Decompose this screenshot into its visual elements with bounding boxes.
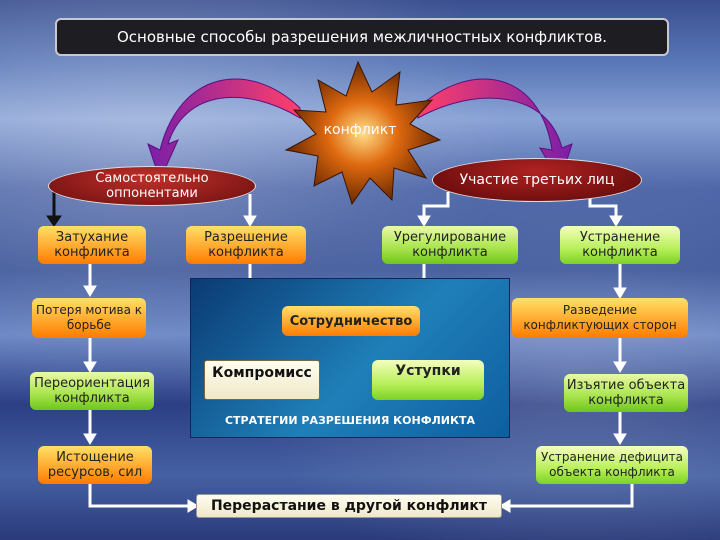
conflict-burst <box>284 60 442 206</box>
left-box-1: Затухание конфликта <box>38 226 146 264</box>
strategies-panel <box>190 278 510 438</box>
oval-self: Самостоятельно оппонентами <box>48 166 256 206</box>
concessions-box: Уступки <box>372 360 484 400</box>
right-box-1: Устранение конфликта <box>560 226 680 264</box>
page-title: Основные способы разрешения межличностны… <box>55 18 669 56</box>
regulation-box: Урегулирование конфликта <box>382 226 518 264</box>
left-box-3: Переориентация конфликта <box>30 372 154 410</box>
compromise-box: Компромисс <box>204 360 320 400</box>
conflict-label: конфликт <box>323 122 397 138</box>
strategies-caption: СТРАТЕГИИ РАЗРЕШЕНИЯ КОНФЛИКТА <box>224 414 475 427</box>
left-box-4: Истощение ресурсов, сил <box>38 446 152 484</box>
cooperation-box: Сотрудничество <box>282 306 420 336</box>
left-box-2: Потеря мотива к борьбе <box>32 298 146 338</box>
right-box-3: Изъятие объекта конфликта <box>564 374 688 412</box>
resolution-box: Разрешение конфликта <box>186 226 306 264</box>
oval-third: Участие третьих лиц <box>432 158 642 202</box>
bottom-box: Перерастание в другой конфликт <box>196 494 502 518</box>
arrow-left-curve <box>147 78 301 182</box>
right-box-4: Устранение дефицита объекта конфликта <box>536 446 688 484</box>
right-box-2: Разведение конфликтующих сторон <box>512 298 688 338</box>
